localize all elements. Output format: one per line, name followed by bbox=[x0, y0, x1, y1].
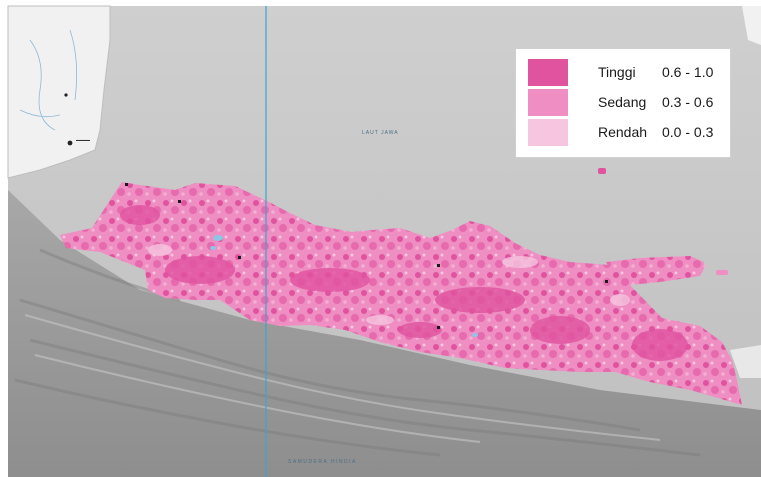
legend-range-rendah: 0.0 - 0.3 bbox=[662, 124, 714, 140]
ocean-ridges bbox=[14, 248, 701, 457]
islet bbox=[598, 168, 606, 174]
bali-land bbox=[730, 345, 761, 378]
city-marker bbox=[67, 140, 73, 146]
legend-swatch-sedang bbox=[528, 89, 568, 116]
madura-island bbox=[606, 256, 704, 278]
legend-row-rendah: Rendah 0.0 - 0.3 bbox=[528, 119, 728, 147]
legend-swatch-rendah bbox=[528, 119, 568, 146]
legend-swatch-tinggi bbox=[528, 59, 568, 86]
low-zones bbox=[148, 244, 630, 325]
java-island bbox=[60, 182, 742, 405]
ocean-label-south: SAMUDERA HINDIA bbox=[288, 459, 357, 465]
legend: Tinggi 0.6 - 1.0 Sedang 0.3 - 0.6 Rendah… bbox=[515, 48, 731, 158]
legend-label-sedang: Sedang bbox=[598, 94, 647, 110]
lakes bbox=[210, 235, 478, 337]
legend-range-sedang: 0.3 - 0.6 bbox=[662, 94, 714, 110]
ocean-relief bbox=[8, 190, 761, 477]
city-label: ▬▬▬▬ bbox=[76, 138, 91, 142]
high-zones bbox=[120, 205, 688, 361]
legend-label-rendah: Rendah bbox=[598, 124, 648, 140]
sumatra-land bbox=[7, 5, 111, 179]
legend-label-tinggi: Tinggi bbox=[598, 64, 636, 80]
legend-row-sedang: Sedang 0.3 - 0.6 bbox=[528, 89, 728, 117]
islet bbox=[716, 270, 728, 275]
legend-row-tinggi: Tinggi 0.6 - 1.0 bbox=[528, 59, 728, 87]
city-marker bbox=[64, 93, 68, 97]
kalimantan-edge bbox=[742, 6, 761, 45]
sumatra-rivers bbox=[19, 29, 78, 131]
ocean-highlights bbox=[24, 314, 661, 443]
sea-label-north: LAUT JAWA bbox=[362, 130, 399, 136]
legend-range-tinggi: 0.6 - 1.0 bbox=[662, 64, 714, 80]
java-city-markers bbox=[125, 183, 608, 329]
